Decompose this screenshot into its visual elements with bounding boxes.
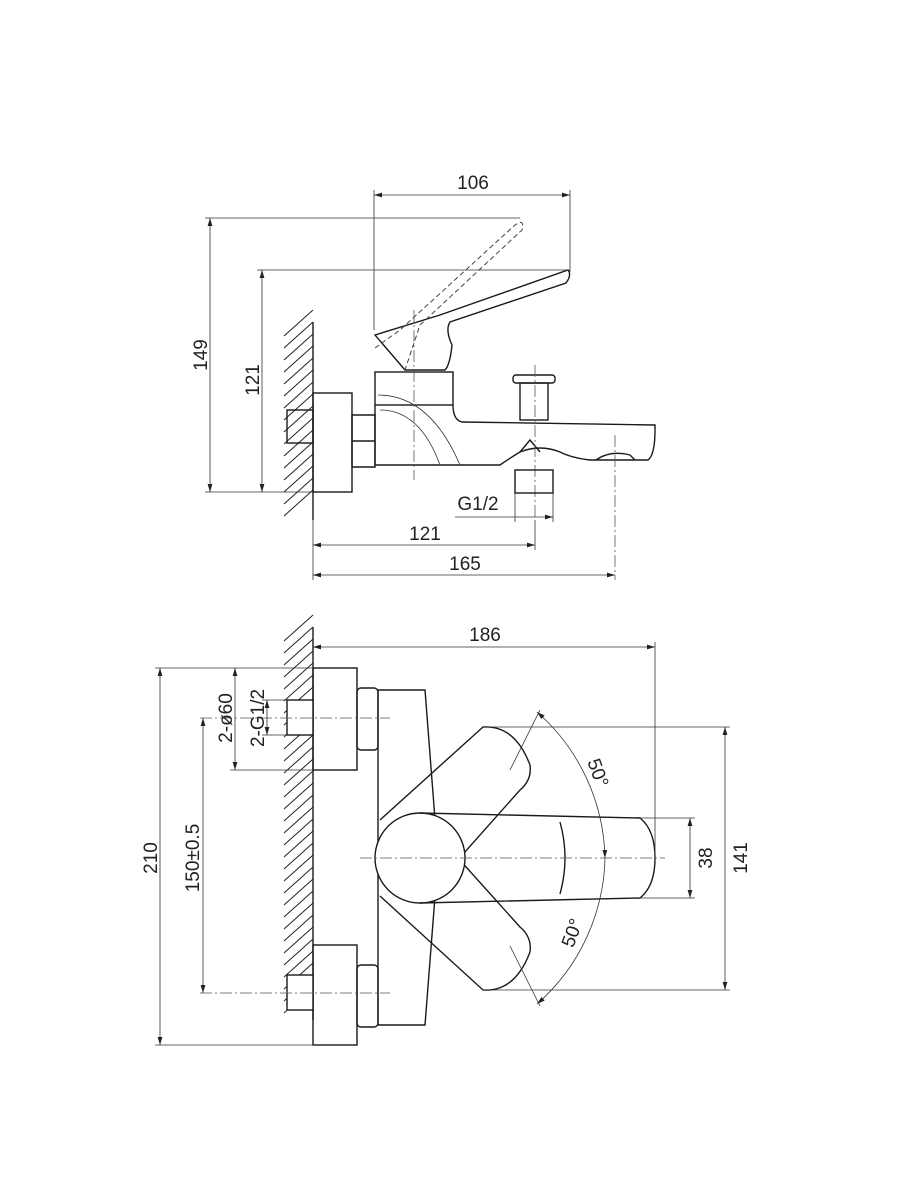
dim-flange-diameter: 2-ø60 [216, 693, 237, 743]
hatch-line [283, 477, 314, 505]
dim-106: 106 [457, 173, 489, 194]
hatch-line [283, 309, 314, 337]
hatch-line [283, 674, 314, 702]
dim-150: 150±0.5 [183, 824, 204, 893]
hatch-line [283, 638, 314, 666]
dim-149: 149 [191, 339, 212, 371]
hatch-line [283, 662, 314, 690]
dim-121-vertical: 121 [243, 364, 264, 396]
dim-121-horizontal: 121 [409, 524, 441, 545]
side-view: 106 149 121 G1/2 121 165 [191, 173, 656, 580]
hatch-line [283, 393, 314, 421]
hatch-line [283, 818, 314, 846]
hatch-line [283, 782, 314, 810]
dim-38: 38 [696, 847, 717, 868]
dim-186: 186 [469, 625, 501, 646]
front-view: 186 210 150±0.5 2-ø60 2-G1/2 50° 50° 38 … [141, 614, 752, 1046]
dim-angle-up: 50° [582, 756, 612, 790]
hatch-line [283, 489, 314, 517]
hatch-line [283, 453, 314, 481]
dim-g1-2: G1/2 [457, 494, 498, 515]
hatch-line [283, 734, 314, 762]
wall-hatch [283, 614, 314, 1020]
hatch-line [283, 842, 314, 870]
wall-flanges [200, 667, 390, 1046]
body-plate [377, 689, 439, 1026]
dim-165: 165 [449, 554, 481, 575]
hatch-line [283, 614, 314, 642]
dimension-lines [205, 190, 615, 580]
outlet-connector [514, 435, 616, 580]
dimension-lines [155, 642, 730, 1046]
hatch-line [283, 357, 314, 385]
hatch-line [283, 465, 314, 493]
dim-210: 210 [141, 842, 162, 874]
diverter-knob [512, 365, 556, 520]
hatch-line [283, 381, 314, 409]
dim-inlet-thread: 2-G1/2 [248, 689, 269, 747]
hatch-line [283, 626, 314, 654]
hatch-line [283, 441, 314, 469]
hatch-line [283, 830, 314, 858]
hatch-line [283, 938, 314, 966]
wall-hatch [283, 309, 314, 520]
dim-141: 141 [731, 842, 752, 874]
wall-flange [286, 392, 376, 493]
hatch-line [283, 866, 314, 894]
hatch-line [283, 914, 314, 942]
hatch-line [283, 926, 314, 954]
hatch-line [283, 902, 314, 930]
hatch-line [283, 321, 314, 349]
hatch-line [283, 950, 314, 978]
lever-handle [373, 221, 571, 480]
hatch-line [283, 333, 314, 361]
hatch-line [283, 417, 314, 445]
hatch-line [283, 890, 314, 918]
hatch-line [283, 770, 314, 798]
hatch-line [283, 345, 314, 373]
hatch-line [283, 854, 314, 882]
hatch-line [283, 650, 314, 678]
hatch-line [283, 369, 314, 397]
hatch-line [283, 794, 314, 822]
hatch-line [283, 746, 314, 774]
hatch-line [283, 758, 314, 786]
hatch-line [283, 806, 314, 834]
hatch-line [283, 878, 314, 906]
faucet-body [374, 371, 656, 466]
